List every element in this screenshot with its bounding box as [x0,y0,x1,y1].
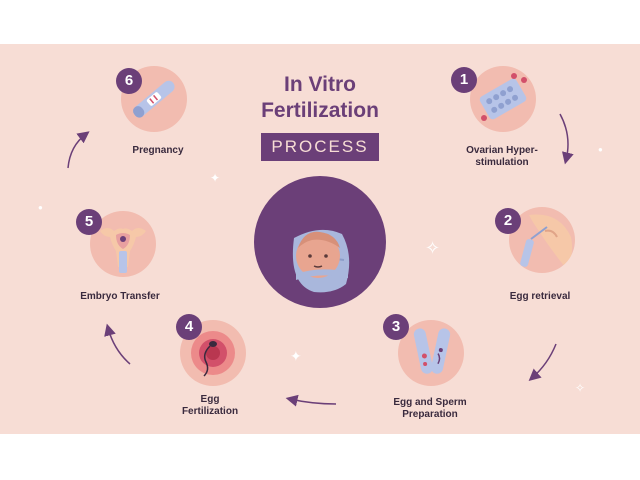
sparkle-icon: ✧ [425,238,441,258]
cycle-arrows [67,113,574,407]
step-6-number: 6 [116,68,142,94]
step-5-circle [90,211,156,277]
step-4-label: Egg Fertilization [181,394,239,417]
step-1-circle [470,66,536,132]
step-5-number: 5 [76,209,102,235]
step-3-number: 3 [383,314,409,340]
arrow-2-to-3 [528,343,557,381]
test-tubes-icon [413,328,451,374]
infographic-panel: In Vitro Fertilization PROCESS [0,44,640,434]
sparkle-icon: ● [38,203,43,212]
step-1-number: 1 [451,67,477,93]
sparkle-icon: ✦ [290,348,302,364]
arrow-5-to-6 [67,131,90,169]
sparkle-icon: ✦ [210,171,221,185]
arrow-1-to-2 [559,113,574,165]
sparkle-icon: ✧ [575,381,586,395]
step-2-number: 2 [495,208,521,234]
step-4-number: 4 [176,314,202,340]
step-2-label: Egg retrieval [509,291,571,302]
pill-blister-icon [479,73,527,121]
step-3-circle [398,320,464,386]
process-badge: PROCESS [261,133,379,161]
page-title: In Vitro Fertilization [220,72,420,124]
step-5-label: Embryo Transfer [80,291,160,302]
arrow-3-to-4 [285,394,337,407]
step-3-label: Egg and Sperm Preparation [393,397,467,420]
uterus-icon [100,228,146,273]
center-circle [254,176,386,308]
title-line-1: In Vitro [284,73,356,96]
sparkle-icon: ● [598,145,603,154]
egg-retrieval-icon [520,214,573,267]
pregnancy-test-icon [133,80,175,118]
title-line-2: Fertilization [261,99,379,122]
arrow-4-to-5 [104,323,131,365]
egg-sperm-icon [191,331,235,377]
step-1-label: Ovarian Hyper- stimulation [466,145,538,168]
baby-icon [292,229,350,293]
step-6-label: Pregnancy [132,145,184,156]
